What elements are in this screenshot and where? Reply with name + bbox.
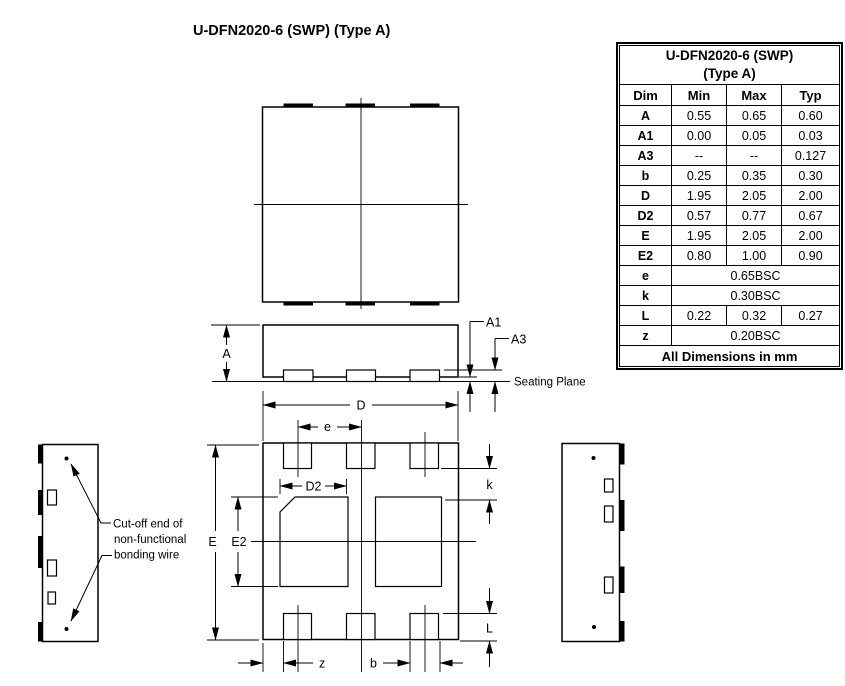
col-header-dim: Dim: [619, 84, 672, 106]
terminal-pad: [345, 369, 377, 383]
table-row: b 0.25 0.35 0.30: [619, 165, 841, 186]
min-value: 0.00: [671, 125, 727, 146]
dim-label-b: b: [370, 657, 377, 671]
table-row: L 0.22 0.32 0.27: [619, 305, 841, 326]
pad-edge: [619, 443, 625, 465]
min-value: 0.57: [671, 205, 727, 226]
dim-label-L: L: [486, 622, 493, 636]
wire-stub: [47, 591, 57, 605]
terminal-pad: [345, 442, 376, 470]
min-value: 0.80: [671, 245, 727, 266]
table-footer: All Dimensions in mm: [618, 345, 841, 367]
dim-label-A1: A1: [486, 316, 501, 330]
terminal-pad: [282, 442, 313, 470]
annotation-line-1: Cut-off end of: [113, 519, 183, 531]
max-value: 0.35: [726, 165, 782, 186]
table-row: z 0.20BSC: [619, 325, 841, 346]
wire-cutoff-dot: [64, 627, 69, 631]
bottom-view: [251, 420, 476, 672]
dim-label-e: e: [324, 420, 331, 434]
annotation-line-2: non-functional: [114, 534, 186, 546]
wire-cutoff-dot: [592, 625, 596, 629]
typ-value: 0.03: [780, 125, 841, 146]
page-title: U-DFN2020-6 (SWP) (Type A): [193, 23, 391, 39]
terminal-pad: [409, 369, 441, 383]
wire-stub: [46, 489, 58, 506]
pad-edge: [38, 622, 43, 642]
dimensions-table: U-DFN2020-6 (SWP) (Type A) Dim Min Max T…: [616, 42, 843, 370]
package-body-right-view: [561, 442, 621, 643]
dim-A: A: [211, 324, 260, 382]
wire-cutoff-dot: [591, 456, 596, 460]
dim-label-z: z: [319, 657, 325, 671]
bonding-wire-annotation: Cut-off end of non-functional bonding wi…: [70, 463, 186, 622]
left-side-view: [38, 443, 99, 643]
dim-D: D: [262, 391, 459, 441]
table-title: U-DFN2020-6 (SWP) (Type A): [618, 45, 841, 85]
dim-label-E: E: [208, 535, 216, 549]
leader-arrow: [70, 555, 112, 622]
wire-stub: [603, 478, 614, 493]
dim-A1: A1: [459, 316, 501, 412]
terminal-pad: [282, 369, 314, 383]
pad-edge: [619, 500, 625, 531]
dim-A3: A3: [444, 333, 526, 412]
wire-stub: [46, 559, 58, 577]
front-view: [212, 324, 510, 383]
pad-edge: [619, 621, 625, 642]
terminal-pad: [409, 612, 440, 641]
table-title-row: U-DFN2020-6 (SWP) (Type A): [618, 45, 841, 85]
typ-value: 0.27: [780, 305, 841, 326]
package-body-front-view: [262, 324, 459, 378]
wire-cutoff-dot: [64, 456, 69, 461]
pad-edge: [38, 536, 43, 568]
terminal-pad: [409, 442, 440, 470]
wire-stub: [603, 576, 614, 594]
terminal-pad: [345, 612, 376, 641]
min-value: 0.25: [671, 165, 727, 186]
top-view: [254, 98, 468, 309]
dim-E: E: [207, 444, 259, 641]
dim-z: z: [238, 641, 325, 672]
table-row: D 1.95 2.05 2.00: [619, 185, 841, 206]
package-body-left-view: [41, 443, 99, 643]
table-row: E2 0.80 1.00 0.90: [619, 245, 841, 266]
dim-e: e: [297, 420, 362, 434]
table-footer-row: All Dimensions in mm: [618, 345, 841, 367]
pad-edge: [619, 566, 625, 593]
dim-b: b: [370, 641, 463, 672]
min-value: 0.22: [671, 305, 727, 326]
wire-stub: [603, 505, 614, 523]
dim-D2: D2: [279, 479, 347, 494]
pad-edge: [38, 490, 43, 515]
table-header-row: Dim Min Max Typ: [619, 84, 841, 106]
dim-label-D2: D2: [306, 480, 322, 494]
leader-arrow: [70, 463, 111, 524]
terminal-pad: [282, 612, 313, 641]
typ-value: 2.00: [780, 225, 841, 246]
dim-label-k: k: [486, 478, 493, 492]
table-row: A 0.55 0.65 0.60: [619, 105, 841, 126]
dim-E2: E2: [231, 496, 278, 587]
table-row: A3 -- -- 0.127: [619, 145, 841, 166]
typ-value: 0.127: [780, 145, 841, 166]
pad-edge: [38, 444, 43, 464]
col-header-max: Max: [726, 84, 782, 106]
annotation-line-3: bonding wire: [114, 550, 179, 562]
dim-label-A3: A3: [511, 333, 526, 347]
dim-label-A: A: [222, 347, 231, 361]
right-side-view: [561, 442, 625, 643]
max-value: 0.32: [726, 305, 782, 326]
dim-k: k: [441, 444, 497, 524]
dim-L: L: [443, 588, 497, 667]
seating-plane-label: Seating Plane: [514, 377, 586, 389]
dim-label-E2: E2: [231, 535, 246, 549]
max-value: 2.05: [726, 185, 782, 206]
dim-label-D: D: [356, 399, 365, 413]
